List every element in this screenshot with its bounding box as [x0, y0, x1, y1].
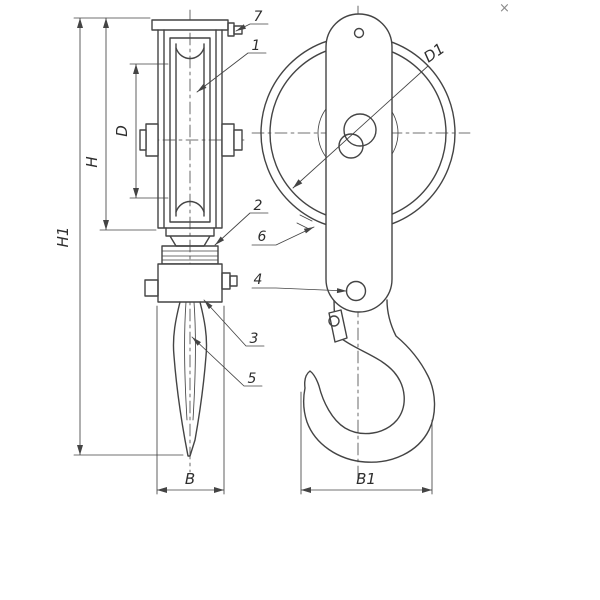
axle-nut-left: [139, 129, 147, 151]
axle-washer-right: [221, 123, 235, 157]
dimension-H1: H1: [54, 17, 184, 456]
swivel: [165, 227, 215, 247]
callout-label-7: 7: [254, 9, 263, 25]
hook-shank-inner: [184, 301, 196, 421]
callout-2: 2: [214, 198, 269, 246]
bearing-lines: [161, 250, 219, 261]
top-bolt-head: [227, 22, 235, 37]
rope-guard: [296, 214, 313, 230]
dimension-D: D: [113, 63, 169, 199]
callout-5: 5: [191, 336, 263, 387]
crosshead-tab: [144, 279, 159, 297]
crosshead: [157, 263, 223, 303]
dim-label-D: D: [113, 125, 131, 137]
callout-label-3: 3: [250, 331, 259, 347]
hook-front: [302, 299, 436, 463]
dimension-B: B: [156, 305, 225, 495]
latch-pivot: [328, 315, 340, 327]
dimension-H: H: [83, 17, 157, 231]
side-view: [139, 19, 243, 457]
crosshead-bolt-head: [221, 272, 231, 290]
axle-nut-right: [233, 129, 243, 151]
crosshead-bolt-end: [229, 275, 238, 287]
callout-label-5: 5: [248, 371, 257, 387]
dim-label-H: H: [83, 156, 101, 167]
dim-label-B: B: [185, 470, 195, 488]
callout-3: 3: [203, 299, 265, 347]
hook-shank-side: [172, 301, 208, 457]
top-cap: [151, 19, 229, 31]
dimension-B1: B1: [300, 391, 433, 495]
callout-4: 4: [251, 272, 348, 294]
strap-plate: [325, 13, 393, 313]
axle-washer-left: [145, 123, 159, 157]
callout-1: 1: [196, 38, 267, 93]
axle-bore: [343, 113, 377, 147]
sheave-side: [169, 37, 211, 223]
callout-label-1: 1: [252, 38, 261, 54]
sheave-groove: [175, 47, 205, 213]
dim-label-H1: H1: [54, 227, 72, 248]
callout-6: 6: [251, 226, 315, 246]
callout-7: 7: [235, 9, 269, 32]
strap-top-hole: [353, 27, 365, 39]
dim-label-B1: B1: [356, 470, 376, 488]
callout-label-6: 6: [258, 229, 267, 245]
safety-latch: [328, 309, 348, 343]
close-icon[interactable]: ×: [499, 1, 510, 16]
center-lines: [139, 5, 471, 481]
front-view: [260, 13, 456, 463]
callout-label-2: 2: [254, 198, 263, 214]
callout-label-4: 4: [254, 272, 263, 288]
top-bolt-end: [233, 25, 243, 35]
